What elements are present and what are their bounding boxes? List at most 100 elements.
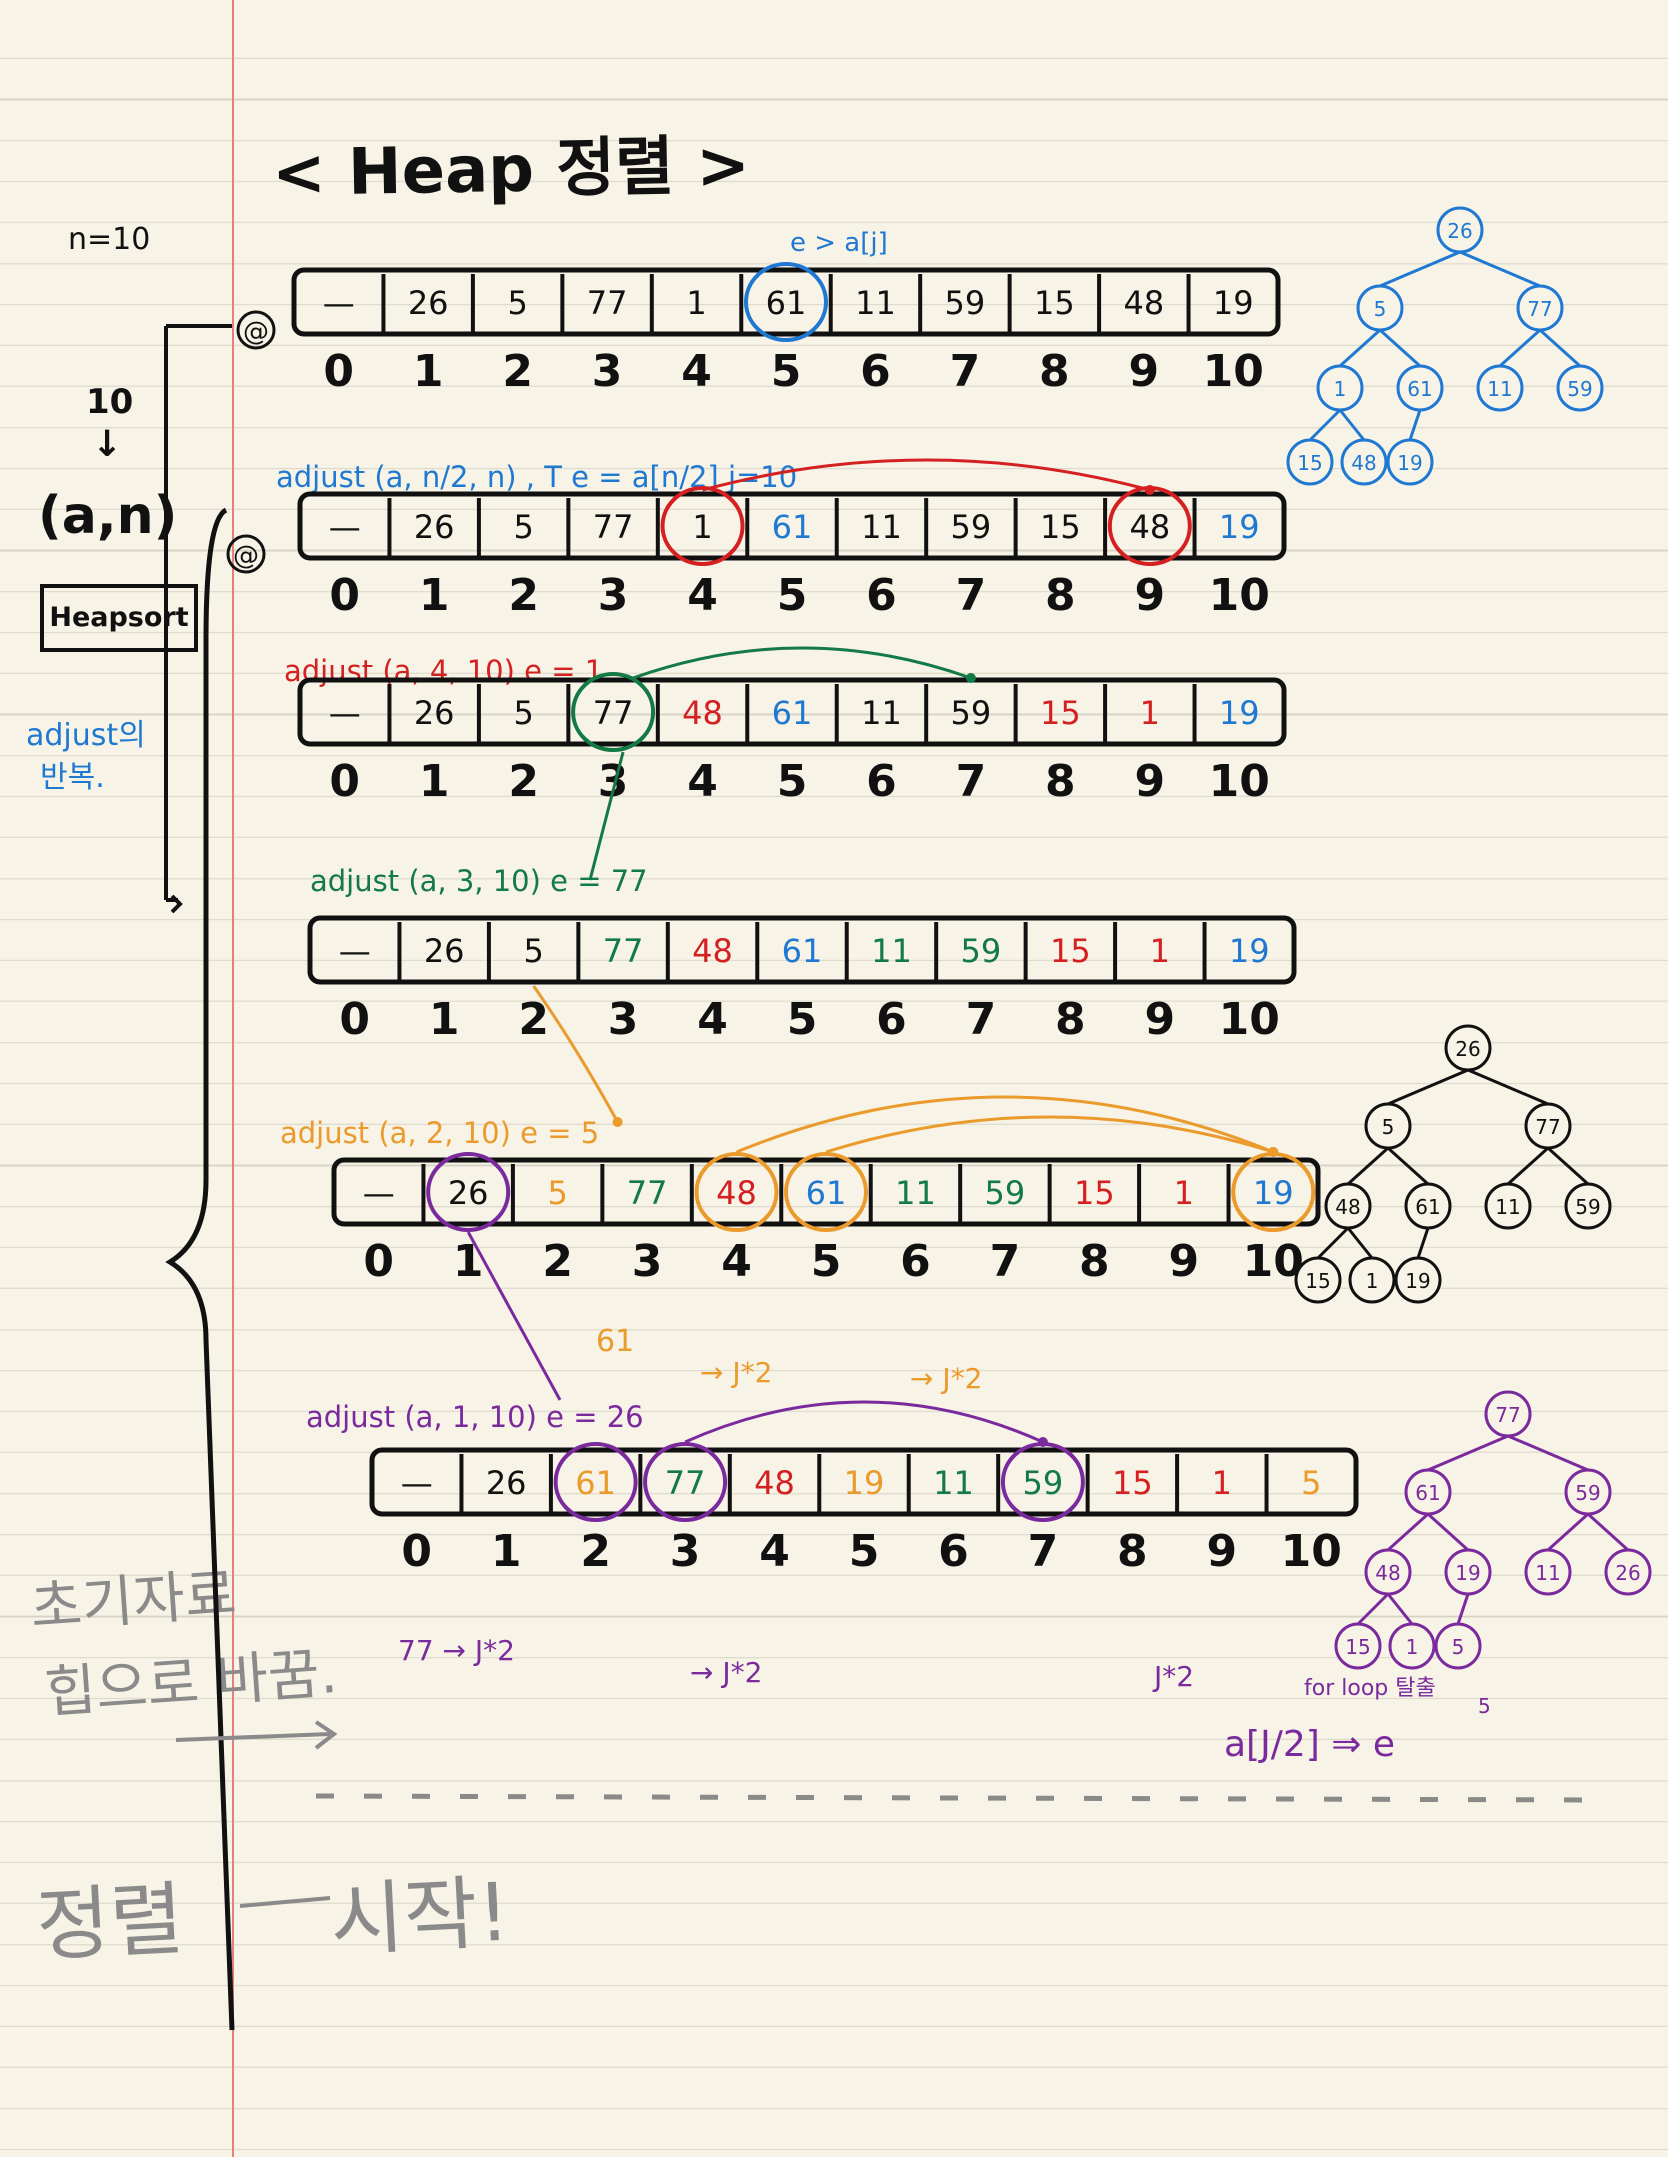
tree-node [1556, 364, 1604, 412]
tree-edge [1338, 409, 1366, 441]
array-cell-value: 5 [1301, 1464, 1321, 1502]
array-cell-value: 77 [587, 284, 628, 322]
array-index-label: 10 [1203, 346, 1264, 397]
tree-node-value: 19 [1397, 451, 1422, 475]
array-index-label: 8 [1079, 1236, 1110, 1287]
array-index-label: 5 [771, 346, 802, 397]
array-index-label: 9 [1135, 570, 1166, 621]
tree-node-value: 15 [1345, 1635, 1370, 1659]
array-index-label: 4 [687, 570, 718, 621]
tree-node-value: 1 [1406, 1635, 1419, 1659]
array-cell-value: 77 [593, 508, 634, 546]
tree-edge [1386, 1146, 1430, 1186]
array-outline [307, 915, 1297, 985]
array-index-label: 7 [956, 756, 987, 807]
tree-node-value: 26 [1615, 1561, 1640, 1585]
array-cell-value: 11 [861, 508, 902, 546]
array-cell-value: 5 [507, 284, 527, 322]
row6-label: adjust (a, 1, 10) e = 26 [306, 1400, 644, 1434]
note-line2: 반복. [40, 760, 105, 795]
highlight-ring [744, 262, 828, 342]
n-note: n=10 [68, 222, 151, 257]
array-cell-value: 26 [414, 508, 455, 546]
array-index-label: 9 [1145, 994, 1176, 1045]
array-index-label: 3 [592, 346, 623, 397]
tree-node-value: 61 [1415, 1481, 1440, 1505]
tree-node [1356, 284, 1404, 332]
array-index-label: 9 [1135, 756, 1166, 807]
array-cell-value: 26 [448, 1174, 489, 1212]
tree-node-value: 19 [1455, 1561, 1480, 1585]
highlight-ring [660, 486, 745, 566]
swap-arrow-r2 [702, 458, 1151, 492]
tree-edge [1426, 1512, 1470, 1552]
array-index-label: 2 [508, 570, 539, 621]
array-cell-value: 59 [1023, 1464, 1064, 1502]
array-index-label: 8 [1117, 1526, 1148, 1577]
array-cell-value: 19 [1253, 1174, 1294, 1212]
tree-edge [1456, 1593, 1470, 1625]
array-index-label: 7 [990, 1236, 1021, 1287]
array-cell-value: — [339, 932, 371, 970]
array-index-label: 2 [502, 346, 533, 397]
row6-final: a[J/2] ⇒ e [1224, 1724, 1395, 1765]
array-outline [331, 1157, 1321, 1227]
array-index-label: 10 [1209, 756, 1270, 807]
tree-node-value: 61 [1407, 377, 1432, 401]
array-cell-value: 11 [855, 284, 896, 322]
array-index-label: 6 [938, 1526, 969, 1577]
gray-arrow-2 [239, 1896, 331, 1908]
array-index-label: 10 [1243, 1236, 1304, 1287]
array-cell-value: 15 [1050, 932, 1091, 970]
at-marker-1-text: @ [243, 317, 269, 347]
tree-node-value: 11 [1487, 377, 1512, 401]
note-line1: adjust의 [26, 718, 146, 753]
tree-node [1364, 1102, 1412, 1150]
gray-arrow-1 [175, 1732, 331, 1742]
at-marker-2 [226, 534, 266, 574]
tree-node [1324, 1182, 1372, 1230]
array-cell-value: 11 [871, 932, 912, 970]
tree-edge [1356, 1592, 1390, 1626]
row5-note: 61 [596, 1324, 635, 1359]
tree-node [1286, 438, 1334, 486]
array-index-label: 0 [323, 346, 354, 397]
array-index-label: 0 [363, 1236, 394, 1287]
array-cell-value: 1 [1174, 1174, 1194, 1212]
dashed-separator [315, 1793, 1601, 1803]
array-cell-value: 59 [951, 508, 992, 546]
highlight-ring [426, 1152, 511, 1232]
tree-node-value: 5 [1374, 297, 1387, 321]
tree-node [1388, 1622, 1436, 1670]
tree-edge [1586, 1512, 1630, 1552]
array-cell-value: 59 [945, 284, 986, 322]
array-index-label: 5 [787, 994, 818, 1045]
tree-node-value: 11 [1535, 1561, 1560, 1585]
at-marker-2-text: @ [233, 541, 259, 571]
tree-edge [1546, 1512, 1590, 1552]
drop-arrow-r4-head [612, 1117, 623, 1127]
row6-final-val: 5 [1478, 1694, 1491, 1718]
tree-edge [1386, 1593, 1414, 1625]
array-outline [297, 491, 1287, 561]
array-outline [369, 1447, 1359, 1517]
tree-node [1386, 438, 1434, 486]
row1-note: e > a[j] [790, 228, 888, 258]
array-cell-value: 19 [1219, 694, 1260, 732]
tree-node-value: 77 [1527, 297, 1552, 321]
array-cell-value: — [363, 1174, 395, 1212]
highlight-ring [643, 1442, 728, 1522]
tree-edge [1338, 328, 1382, 368]
array-cell-value: 11 [933, 1464, 974, 1502]
tree-node [1316, 364, 1364, 412]
tree-node-value: 11 [1495, 1195, 1520, 1219]
tree-node-value: 48 [1375, 1561, 1400, 1585]
array-cell-value: 48 [692, 932, 733, 970]
array-index-label: 6 [866, 756, 897, 807]
array-index-label: 2 [542, 1236, 573, 1287]
array-cell-value: 59 [951, 694, 992, 732]
array-cell-value: 48 [716, 1174, 757, 1212]
array-cell-value: 77 [665, 1464, 706, 1502]
